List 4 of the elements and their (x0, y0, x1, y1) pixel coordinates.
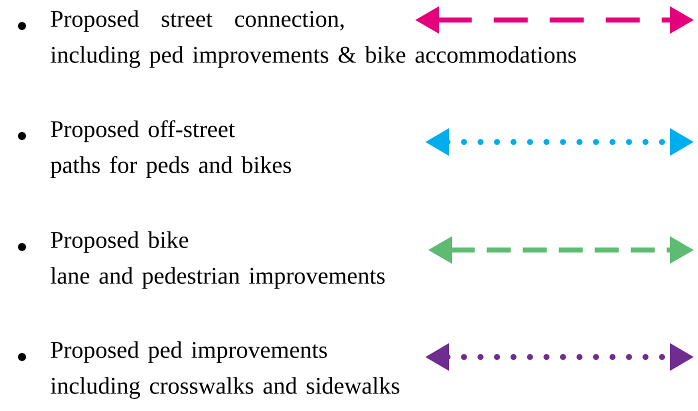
legend-text: Proposed bike lane and pedestrian improvements (50, 231, 385, 289)
legend-text: Proposed street connection, including ped improvements & bike accommodations (50, 10, 576, 68)
legend-text: Proposed off-street paths for peds and bikes (50, 120, 291, 178)
legend-text: Proposed ped improvements including crosswalks and sidewalks (50, 341, 400, 399)
